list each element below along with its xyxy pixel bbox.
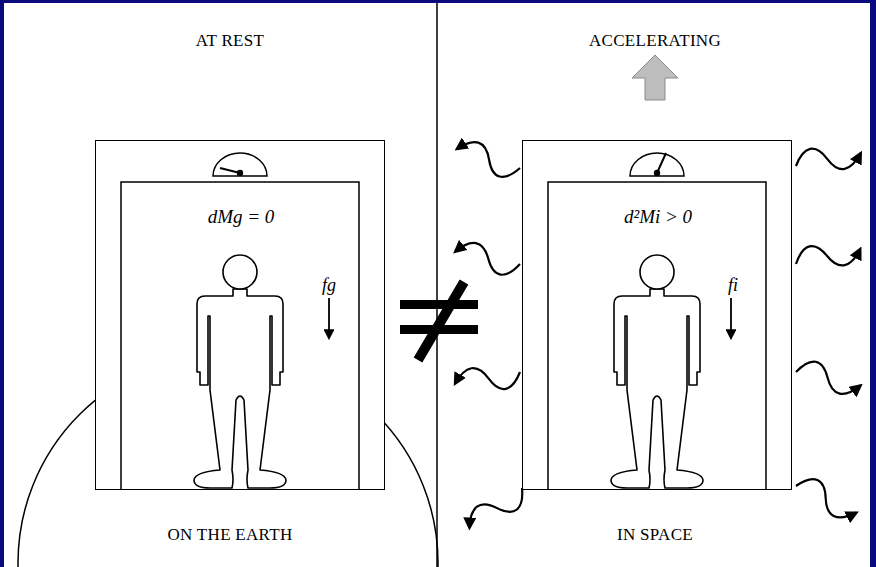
not-equal-slash: [418, 282, 464, 360]
scene-panel: AT REST ON THE EARTH dMg = 0: [4, 3, 437, 567]
wave-arrow: [462, 477, 530, 540]
mass-equation: dMg = 0: [91, 206, 391, 228]
slide-area: [4, 3, 870, 567]
wave-arrow: [453, 138, 524, 181]
scene-caption: IN SPACE: [505, 525, 805, 545]
scale-gauge: [213, 153, 267, 176]
scene-caption: ON THE EARTH: [80, 525, 380, 545]
gauge-pivot: [653, 169, 659, 175]
scene-title: AT REST: [80, 31, 380, 51]
elevator-car: d²Mi > 0: [522, 140, 792, 490]
person-body: [194, 289, 286, 488]
not-equal-bar: [400, 325, 478, 334]
scene-title: ACCELERATING: [505, 31, 805, 51]
not-equal-sign: [400, 282, 478, 360]
gauge-dial: [213, 153, 267, 176]
elevator-illustration: [95, 140, 385, 490]
person-figure: [194, 255, 286, 488]
wave-arrow: [453, 240, 522, 277]
gauge-pivot: [236, 169, 242, 175]
acceleration-arrow: [632, 55, 678, 100]
mass-equation: d²Mi > 0: [508, 206, 808, 228]
wave-arrow: [791, 473, 862, 523]
door-frame: [121, 182, 359, 490]
force-arrow: [730, 298, 732, 338]
person-body: [611, 289, 703, 488]
force-arrow: [328, 298, 330, 338]
panel-divider: [436, 3, 438, 567]
person-head: [223, 255, 257, 289]
gauge-needle: [657, 153, 666, 173]
not-equal-bar: [400, 300, 478, 309]
wave-arrow: [793, 138, 863, 179]
wave-arrow: [453, 359, 523, 399]
elevator-car: dMg = 0: [95, 140, 385, 490]
scene-panel: ACCELERATING IN SPACE d²Mi > 0: [437, 3, 870, 567]
scale-gauge: [630, 153, 684, 176]
gauge-dial: [630, 153, 684, 176]
wave-arrow: [793, 234, 864, 277]
elevator-illustration: [522, 140, 792, 490]
wave-arrow: [794, 359, 864, 397]
person-head: [640, 255, 674, 289]
door-frame: [548, 182, 766, 490]
radiation-waves: [453, 138, 864, 540]
person-figure: [611, 255, 703, 488]
